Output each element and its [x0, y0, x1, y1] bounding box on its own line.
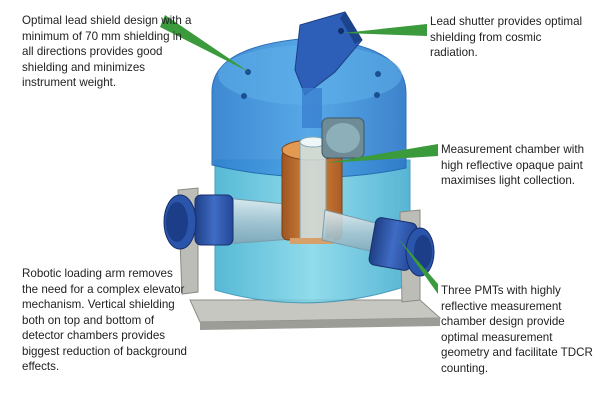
annotation-pointers	[160, 15, 438, 294]
annotation-lead-shutter: Lead shutter provides optimal shielding …	[430, 15, 583, 59]
annotation-robotic-arm: Robotic loading arm removes the need for…	[22, 267, 188, 373]
annotation-measurement-chamber: Measurement chamber with high reflective…	[441, 143, 585, 187]
base-plate	[189, 299, 442, 330]
right-pmt	[368, 217, 435, 277]
pointer-chamber	[326, 144, 438, 163]
pointer-shield	[160, 15, 249, 72]
annotation-pmts: Three PMTs with highly reflective measur…	[441, 284, 593, 375]
rear-pmt	[321, 117, 365, 159]
pointer-shutter	[343, 24, 427, 36]
lead-shutter	[294, 11, 363, 128]
left-pmt	[163, 194, 234, 250]
pointer-pmt	[398, 238, 438, 294]
annotation-lead-shield: Optimal lead shield design with a minimu…	[22, 14, 192, 89]
